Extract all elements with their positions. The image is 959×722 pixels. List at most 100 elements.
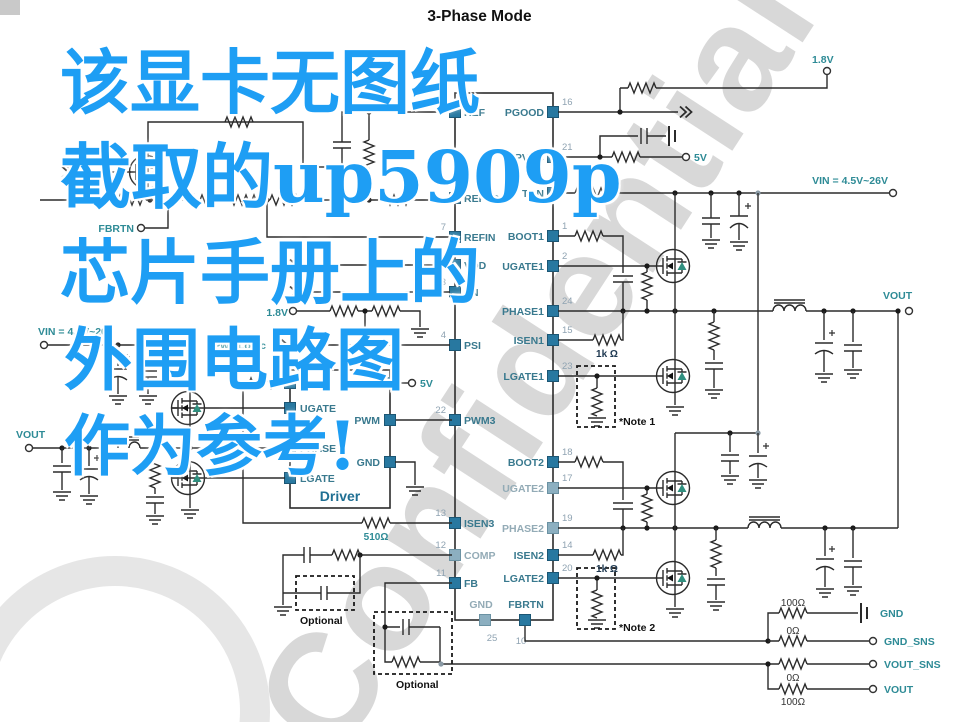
- pin-label: FB: [464, 578, 478, 590]
- terminal-5v: [681, 152, 691, 162]
- wires: [24, 66, 914, 695]
- label-100-gnd: 100Ω: [781, 598, 806, 609]
- pin-label: PSI: [464, 340, 481, 352]
- label-pwr-logic: Pwr. Logic: [213, 340, 266, 352]
- pin-num: 11: [436, 568, 446, 579]
- label-vin-left: VIN = 4.5V~26V: [38, 326, 114, 338]
- pin-num: 18: [562, 447, 573, 458]
- label-vout-right: VOUT: [883, 290, 913, 302]
- terminal-vout-right: [904, 306, 914, 316]
- pin-num: 2: [562, 251, 567, 262]
- label-0-vout: 0Ω: [786, 673, 800, 684]
- pin-label: TON: [522, 188, 544, 200]
- overlay-line-3: 芯片手册上的: [60, 231, 480, 314]
- pgood-arrow: [679, 105, 693, 119]
- pin-ugate1: [547, 260, 559, 272]
- pin-num: 10: [516, 636, 527, 647]
- optional2-box: [373, 611, 453, 675]
- pin-num: 7: [441, 222, 446, 233]
- overlay-line-1: 该显卡无图纸: [60, 41, 480, 124]
- inductor-phase2: [747, 516, 782, 529]
- overlay-line-2: 截取的up5909p: [60, 135, 622, 219]
- label-5v: 5V: [694, 152, 707, 164]
- pin-label: ISEN1: [514, 335, 545, 347]
- label-vout-bottom: VOUT: [884, 684, 914, 696]
- pin-num: 22: [435, 405, 446, 416]
- pin-boot1: [547, 230, 559, 242]
- pin-fbrtn: [519, 614, 531, 626]
- label-1v8: 1.8V: [812, 54, 834, 66]
- overlay-line-4: 外围电路图: [64, 321, 405, 401]
- pin-label: UGATE2: [502, 483, 544, 495]
- terminal-5v-driver: [407, 378, 417, 388]
- pin-lgate2: [547, 572, 559, 584]
- pin-lgate1: [547, 370, 559, 382]
- pin-num: 21: [562, 142, 573, 153]
- label-510: 510Ω: [364, 532, 389, 543]
- pin-label: COMP: [464, 550, 496, 562]
- pin-num: 25: [487, 633, 498, 644]
- pin-label: UGATE1: [502, 261, 544, 273]
- label-gnd: GND: [880, 608, 904, 620]
- pin-label: LGATE1: [503, 371, 544, 383]
- mosfet-phase1-high: [655, 248, 691, 284]
- label-vout-left: VOUT: [16, 429, 46, 441]
- pin-psi: [449, 339, 461, 351]
- pin-pgood: [547, 106, 559, 118]
- label-optional2: Optional: [396, 679, 439, 691]
- label-vin-right: VIN = 4.5V~26V: [812, 175, 888, 187]
- pin-num: 13: [435, 508, 446, 519]
- pin-phase1: [547, 305, 559, 317]
- driver-pin-boot: BOOT: [300, 378, 331, 390]
- driver-pin-phase: PHASE: [300, 443, 336, 455]
- label-optional1: Optional: [300, 615, 343, 627]
- terminal-gnd-sns: [868, 636, 878, 646]
- terminal-vout-left: [24, 443, 34, 453]
- pin-label: PVCC: [515, 152, 545, 164]
- driver-pin-gnd: GND: [357, 457, 381, 469]
- pin-label: LGATE2: [503, 573, 544, 585]
- corner-artifact: [0, 0, 20, 15]
- pin-label: ISEN2: [514, 550, 545, 562]
- pin-isen2: [547, 549, 559, 561]
- inductor-phase1: [772, 299, 807, 312]
- label-note2: *Note 2: [619, 622, 655, 634]
- pin-boot2: [547, 456, 559, 468]
- optional1-box: [295, 575, 355, 611]
- main-controller-chip: REF REFADJ REFIN VDD EN PSI PWM3 ISEN3 C…: [435, 92, 573, 647]
- label-1k-1: 1k Ω: [596, 349, 618, 360]
- pin-num: 20: [562, 563, 573, 574]
- label-vout-sns: VOUT_SNS: [884, 659, 941, 671]
- pin-label: GND: [469, 599, 493, 611]
- pin-label: BOOT2: [508, 457, 544, 469]
- label-gnd-sns: GND_SNS: [884, 636, 935, 648]
- terminal-vout-bottom: [868, 684, 878, 694]
- pin-label: PHASE1: [502, 306, 544, 318]
- pin-label: EN: [464, 287, 479, 299]
- pin-num: 16: [562, 97, 573, 108]
- pin-num: 9: [562, 178, 567, 189]
- pin-label: PHASE2: [502, 523, 544, 535]
- mosfet-phase2-high: [655, 470, 691, 506]
- pin-num: 12: [435, 540, 446, 551]
- pin-label: REFIN: [464, 232, 496, 244]
- terminal-1v8: [822, 66, 832, 76]
- label-5v-driver: 5V: [420, 378, 433, 390]
- overlay-line-5: 作为参考!: [64, 407, 357, 485]
- label-1v8-left: 1.8V: [266, 307, 288, 319]
- pin-label: REFADJ: [464, 193, 506, 205]
- pin-label: ISEN3: [464, 518, 495, 530]
- mosfet-phase1-low: [655, 358, 691, 394]
- pin-gnd: [479, 614, 491, 626]
- pin-phase2: [547, 522, 559, 534]
- label-fbrtn: FBRTN: [98, 223, 134, 235]
- pin-label: PGOOD: [505, 107, 545, 119]
- pin-num: 23: [562, 361, 573, 372]
- pin-num: 1: [562, 221, 567, 232]
- label-driver: Driver: [320, 488, 361, 504]
- driver-pin-pwm: PWM: [354, 415, 380, 427]
- terminal-vin-left: [39, 340, 49, 350]
- pin-num: 19: [562, 513, 573, 524]
- mosfet-phase2-low: [655, 560, 691, 596]
- pin-num: 14: [562, 540, 573, 551]
